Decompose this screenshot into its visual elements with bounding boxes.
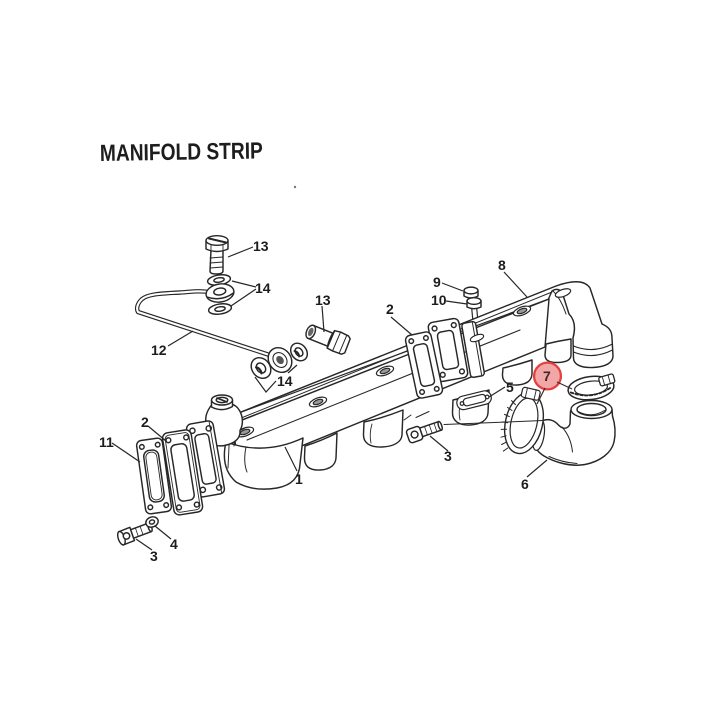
svg-text:9: 9 [433, 274, 441, 290]
svg-text:5: 5 [506, 379, 514, 395]
svg-text:2: 2 [386, 301, 394, 317]
svg-text:7: 7 [543, 368, 551, 384]
svg-text:MANIFOLD STRIP: MANIFOLD STRIP [100, 137, 263, 166]
svg-text:12: 12 [151, 342, 167, 358]
svg-text:14: 14 [255, 280, 271, 296]
svg-text:13: 13 [253, 238, 269, 254]
svg-text:3: 3 [150, 548, 158, 564]
svg-text:11: 11 [99, 434, 114, 450]
svg-text:14: 14 [277, 373, 293, 389]
svg-text:1: 1 [295, 471, 303, 487]
svg-text:6: 6 [521, 476, 529, 492]
svg-text:3: 3 [444, 448, 452, 464]
svg-text:10: 10 [431, 292, 447, 308]
svg-text:4: 4 [170, 536, 178, 552]
svg-text:13: 13 [315, 292, 331, 308]
svg-text:8: 8 [498, 257, 506, 273]
svg-text:2: 2 [141, 414, 149, 430]
